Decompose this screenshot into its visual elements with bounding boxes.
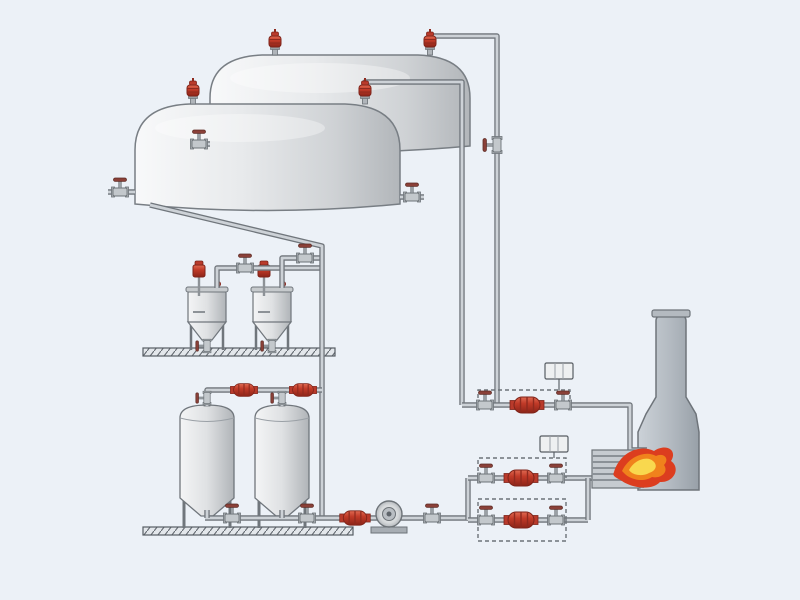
shutoff-valve-icon <box>195 338 212 354</box>
shutoff-valve-icon <box>477 505 495 526</box>
shutoff-valve-icon <box>260 338 277 354</box>
shutoff-valve-icon <box>236 253 254 274</box>
shutoff-valve-icon <box>477 463 495 484</box>
shutoff-valve-icon <box>482 136 503 154</box>
shutoff-valve-icon <box>547 505 565 526</box>
shutoff-valve-icon <box>554 390 572 411</box>
shutoff-valve-icon <box>547 463 565 484</box>
centrifugal-pump <box>370 500 408 534</box>
shutoff-valve-icon <box>403 182 421 203</box>
storage-tank-front <box>134 103 401 212</box>
shutoff-valve-icon <box>270 390 287 406</box>
burner-flame <box>613 447 676 488</box>
shutoff-valve-icon <box>111 177 129 198</box>
shutoff-valve-icon <box>223 503 241 524</box>
ground-floor <box>142 526 354 536</box>
instrument-box-1 <box>544 362 574 380</box>
shutoff-valve-icon <box>423 503 441 524</box>
shutoff-valve-icon <box>296 243 314 264</box>
shutoff-valve-icon <box>190 129 208 150</box>
shutoff-valve-icon <box>195 390 212 406</box>
shutoff-valve-icon <box>476 390 494 411</box>
instrument-box-2 <box>539 435 569 453</box>
chimney-cap <box>651 309 691 318</box>
bypass-dashed-lines <box>477 379 571 542</box>
shutoff-valve-icon <box>298 503 316 524</box>
mezzanine-floor <box>142 347 336 357</box>
